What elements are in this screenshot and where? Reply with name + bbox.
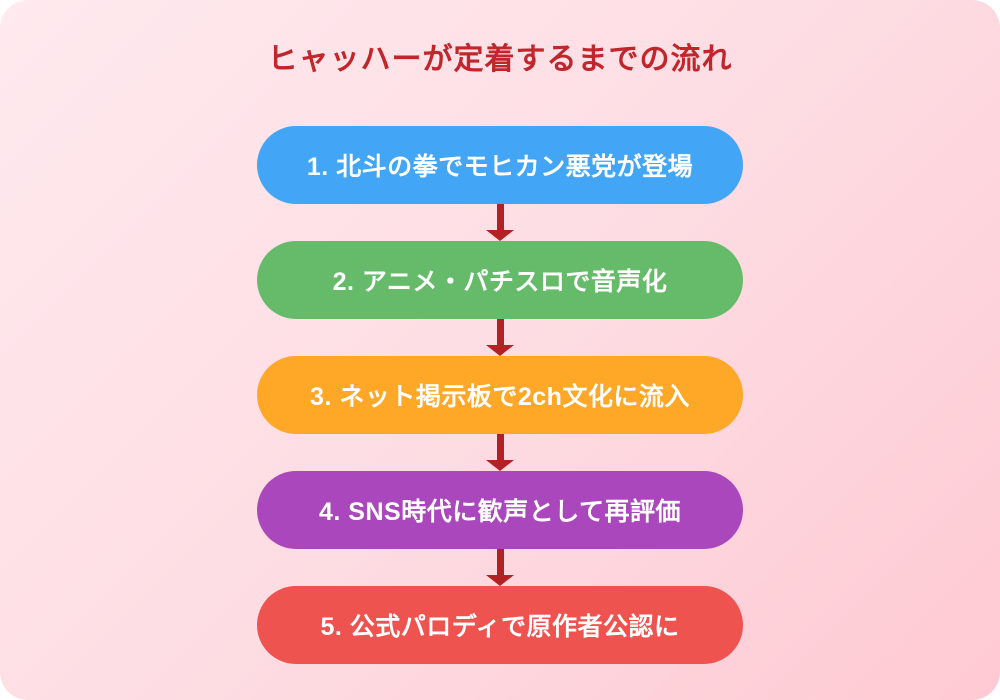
arrow-head [486,230,514,241]
page-title: ヒャッハーが定着するまでの流れ [267,43,733,76]
flow-step-3: 3. ネット掲示板で2ch文化に流入 [257,356,743,434]
arrow-stem [496,204,504,230]
arrow-stem [496,549,504,575]
arrow-head [486,345,514,356]
arrow-down-icon [486,319,514,356]
flow-step-1: 1. 北斗の拳でモヒカン悪党が登場 [257,126,743,204]
arrow-stem [496,319,504,345]
arrow-head [486,575,514,586]
flowchart: 1. 北斗の拳でモヒカン悪党が登場 2. アニメ・パチスロで音声化 3. ネット… [0,126,1000,664]
arrow-down-icon [486,549,514,586]
flow-step-2: 2. アニメ・パチスロで音声化 [257,241,743,319]
arrow-head [486,460,514,471]
arrow-down-icon [486,434,514,471]
flow-step-5: 5. 公式パロディで原作者公認に [257,586,743,664]
flow-step-4: 4. SNS時代に歓声として再評価 [257,471,743,549]
arrow-stem [496,434,504,460]
arrow-down-icon [486,204,514,241]
